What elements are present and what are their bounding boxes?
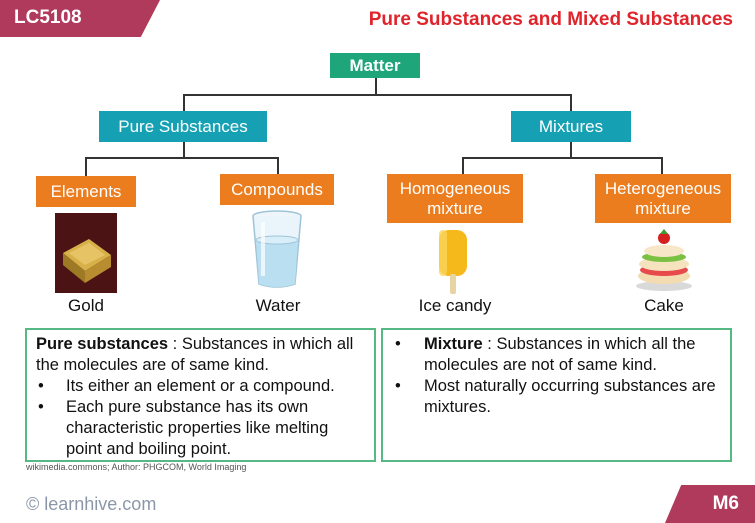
node-elements: Elements	[36, 176, 136, 207]
caption-cake: Cake	[644, 296, 684, 315]
connector-to-elements	[85, 157, 87, 176]
page-tab	[665, 485, 755, 523]
node-homogeneous-mixture: Homogeneous mixture	[387, 174, 523, 223]
image-credit: wikimedia.commons; Author: PHGCOM, World…	[26, 462, 247, 472]
node-heterogeneous-mixture: Heterogeneous mixture	[595, 174, 731, 223]
list-item: Most naturally occurring substances are …	[383, 376, 722, 418]
connector-root-down	[375, 77, 377, 95]
page-title: Pure Substances and Mixed Substances	[368, 9, 733, 30]
connector-root-horizontal	[183, 94, 572, 96]
lesson-code: LC5108	[14, 7, 82, 28]
caption-water: Water	[255, 296, 301, 315]
pure-substances-panel: Pure substances : Substances in which al…	[25, 328, 376, 462]
pure-substances-definition: Pure substances : Substances in which al…	[36, 334, 366, 376]
footer-site[interactable]: © learnhive.com	[26, 494, 157, 514]
connector-mixtures-down	[570, 141, 572, 158]
code-tab	[0, 0, 160, 37]
ice-candy-image	[439, 230, 467, 294]
node-mixtures: Mixtures	[511, 111, 631, 142]
list-item: Its either an element or a compound.	[36, 376, 366, 397]
connector-to-pure	[183, 94, 185, 111]
caption-gold: Gold	[68, 296, 104, 315]
mixture-bullets: Mixture : Substances in which all the mo…	[383, 334, 722, 418]
cake-image	[636, 229, 692, 291]
pure-substances-term: Pure substances	[36, 335, 169, 353]
node-matter: Matter	[330, 53, 420, 78]
mixture-definition: Mixture : Substances in which all the mo…	[383, 334, 722, 376]
pure-substances-bullets: Its either an element or a compound. Eac…	[36, 376, 366, 460]
connector-pure-down	[183, 141, 185, 158]
gold-bar-image	[55, 213, 117, 293]
water-glass-image	[252, 210, 302, 288]
connector-to-heterogeneous	[661, 157, 663, 174]
caption-ice-candy: Ice candy	[418, 296, 492, 315]
mixture-definition-text: : Substances in which all the molecules …	[424, 335, 696, 374]
connector-pure-horizontal	[85, 157, 279, 159]
connector-to-compounds	[277, 157, 279, 174]
connector-mixtures-horizontal	[462, 157, 663, 159]
list-item: Each pure substance has its own characte…	[36, 397, 366, 460]
connector-to-mixtures	[570, 94, 572, 111]
node-pure-substances: Pure Substances	[99, 111, 267, 142]
page-number: M6	[712, 493, 739, 514]
connector-to-homogeneous	[462, 157, 464, 174]
node-compounds: Compounds	[220, 174, 334, 205]
mixture-term: Mixture	[424, 335, 483, 353]
pure-substances-definition-text: : Substances in which all the molecules …	[36, 335, 354, 374]
mixture-panel: Mixture : Substances in which all the mo…	[381, 328, 732, 462]
